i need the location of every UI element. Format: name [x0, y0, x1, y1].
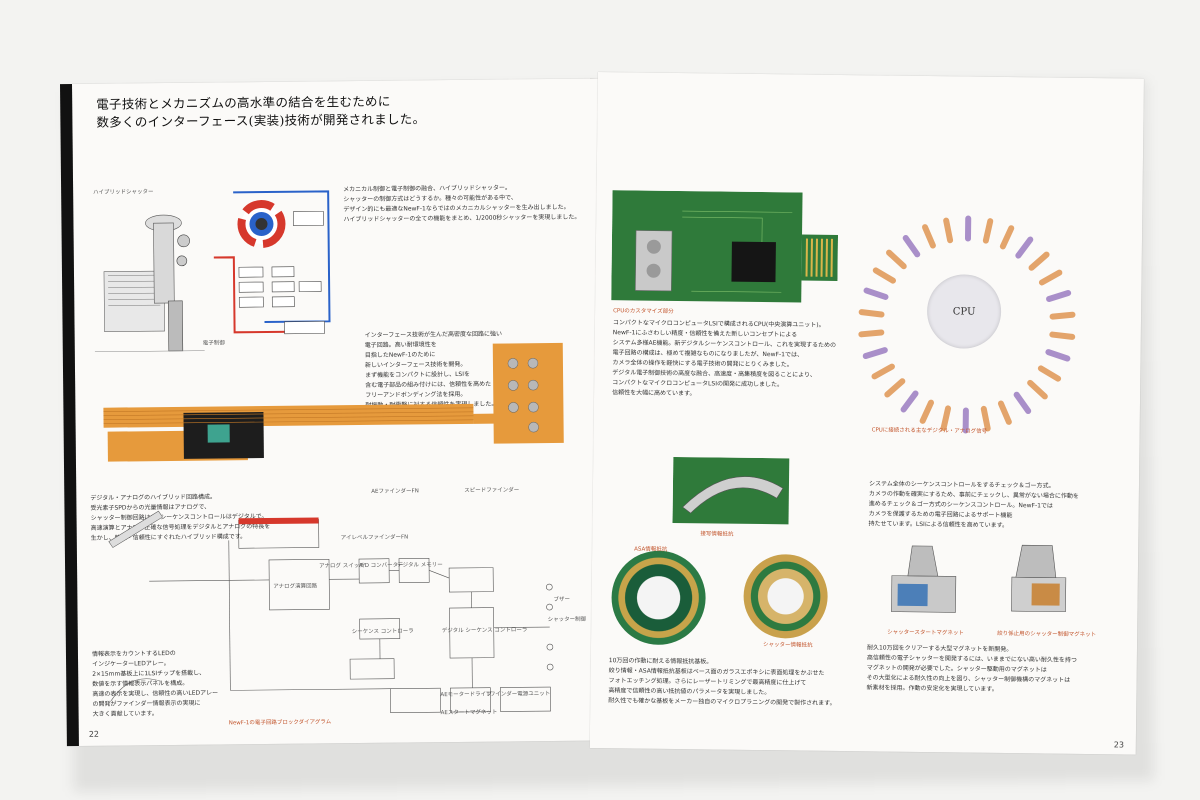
cpu-pin-buz [1049, 311, 1076, 320]
cpu-pin-int [942, 217, 954, 244]
cpu-pin-a-d [1036, 364, 1063, 383]
cpu-caption: CPUに接続される主なデジタル・アナログ信号 [871, 427, 988, 435]
block-label-eye-level: アイレベルファインダーFN [340, 534, 409, 542]
flexible-circuit-board [103, 342, 564, 462]
cpu-pcb-photo [611, 190, 839, 303]
board-caption: 接写情報抵抗 [700, 531, 734, 538]
block-label-motor: AEモータードライブ [440, 691, 492, 699]
cpu-pin-mem [1044, 348, 1072, 363]
cpu-pin-auto [964, 215, 972, 242]
resistor-board-text: 10万回の作動に耐える情報抵抗基板。 絞り情報・ASA情報抵抗基板はベース面のガ… [608, 657, 836, 707]
block-diagram-caption: NewF-1の電子回路ブロックダイアグラム [228, 719, 332, 727]
cpu-pin-spd [1037, 268, 1064, 287]
control-magnet-photo [1011, 544, 1067, 613]
asa-resistor-disc [611, 550, 707, 646]
block-label-digital-sequence: デジタル シーケンス コントローラ [441, 627, 528, 635]
shutter-mechanism-illustration [94, 214, 205, 353]
mech-right-caption: 絞り係止用のシャッター制御マグネット [997, 630, 1097, 639]
page-number-left: 22 [88, 729, 100, 739]
cpu-pin-vdd [899, 389, 920, 414]
block-label-ae-finder: AEファインダーFN [371, 488, 419, 495]
right-page: CPUのカスタマイズ部分 コンパクトなマイクロコンピュータLSIで構成されるCP… [589, 72, 1144, 755]
cpu-pin-tv [997, 399, 1013, 426]
hybrid-shutter-text: メカニカル制御と電子制御の融合、ハイブリッドシャッター。 シャッターの制御方式は… [343, 184, 581, 224]
cpu-pin-mot [858, 308, 885, 318]
cpu-pin-disp [1025, 378, 1050, 401]
block-label-winder: Tワインダー電源ユニット [486, 691, 551, 698]
pcb-caption: CPUのカスタマイズ部分 [613, 308, 674, 315]
block-label-start-magnet: AEスタートマグネット [440, 709, 498, 717]
shutter-control-diagram [213, 190, 331, 335]
led-array-text: 情報表示をカウントするLEDの インジケーターLEDアレー。 2×15mm基板上… [91, 649, 219, 718]
sequence-control-text: システム全体のシーケンスコントロールをするチェック＆ゴー方式。 カメラの作動を確… [868, 480, 1079, 530]
cpu-pin-b [998, 224, 1016, 251]
close-up-resistor-board [672, 456, 790, 525]
electronic-block-diagram [108, 510, 554, 714]
cpu-pin-ee [1012, 390, 1033, 416]
block-label-sequence: シーケンス コントローラ [351, 628, 414, 636]
cpu-pin-led [1045, 289, 1072, 303]
start-magnet-photo [891, 545, 957, 613]
page-title: 電子技術とメカニズムの高水準の結合を生むために 数多くのインターフェース(実装)… [96, 93, 426, 130]
cpu-pin-ae [858, 329, 885, 338]
cpu-signal-diagram: CPU [856, 203, 1076, 434]
left-page: 電子技術とメカニズムの高水準の結合を生むために 数多くのインターフェース(実装)… [60, 78, 609, 747]
black-edge-bar [60, 84, 79, 747]
page-number-right: 23 [1113, 740, 1125, 750]
shutter-resistor-disc [743, 553, 829, 639]
cpu-pin-light [884, 248, 908, 271]
block-label-analog-switch: アナログ スイッチ [319, 562, 365, 570]
shutter-disc-caption: シャッター情報抵抗 [762, 642, 813, 649]
block-label-buzzer: ブザー [553, 596, 570, 603]
cpu-pin-clk [1014, 235, 1035, 260]
block-label-shutter-control: シャッター制御 [547, 616, 587, 624]
cpu-pin-stop [861, 346, 889, 360]
asa-disc-caption: ASA情報抵抗 [634, 546, 668, 553]
block-label-analog-calc: アナログ演算回路 [273, 583, 318, 590]
cpu-circle: CPU [926, 274, 1002, 349]
cpu-pin-tv [901, 233, 922, 259]
cpu-pin-timer [870, 362, 897, 381]
cpu-pin-gnd [883, 377, 907, 399]
cpu-pin-pow [918, 398, 935, 425]
cpu-description-text: コンパクトなマイクロコンピュータLSIで構成されるCPU(中央演算ユニット)。 … [612, 319, 837, 398]
block-label-memory: デジタル メモリー [397, 562, 443, 569]
cpu-pin-av [921, 223, 937, 250]
magnet-description-text: 耐久10万回をクリアーする大型マグネットを新開発。 高信頼性の電子シャッターを開… [866, 644, 1077, 693]
cpu-pin-reset [982, 217, 994, 245]
hybrid-shutter-label: ハイブリッドシャッター [93, 189, 154, 196]
cpu-pin-mag1 [862, 286, 890, 301]
cpu-pin-mag2 [871, 266, 898, 285]
mech-left-caption: シャッタースタートマグネット [887, 629, 964, 637]
block-label-speed-finder: スピードファインダー [464, 487, 520, 494]
cpu-pin-asa [1027, 250, 1051, 272]
cpu-pin-seq [1049, 331, 1076, 341]
